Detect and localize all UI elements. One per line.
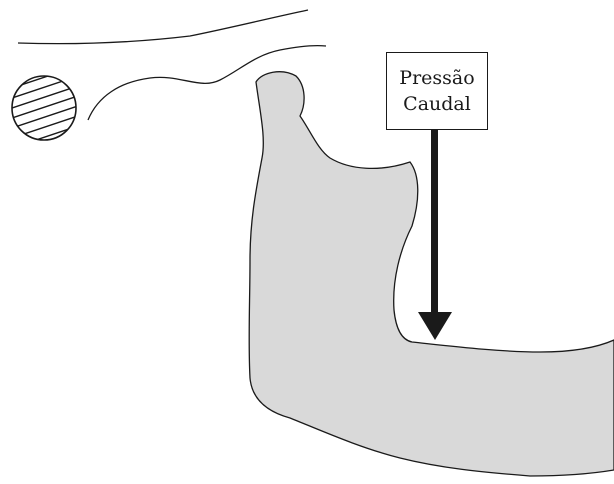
skull-base-outline xyxy=(18,10,308,44)
caudal-pressure-label: Pressão Caudal xyxy=(386,52,488,130)
label-line-1: Pressão xyxy=(399,65,474,91)
caudal-pressure-arrow xyxy=(418,130,452,340)
condyle-cross-section xyxy=(0,62,90,162)
label-line-2: Caudal xyxy=(403,91,471,117)
